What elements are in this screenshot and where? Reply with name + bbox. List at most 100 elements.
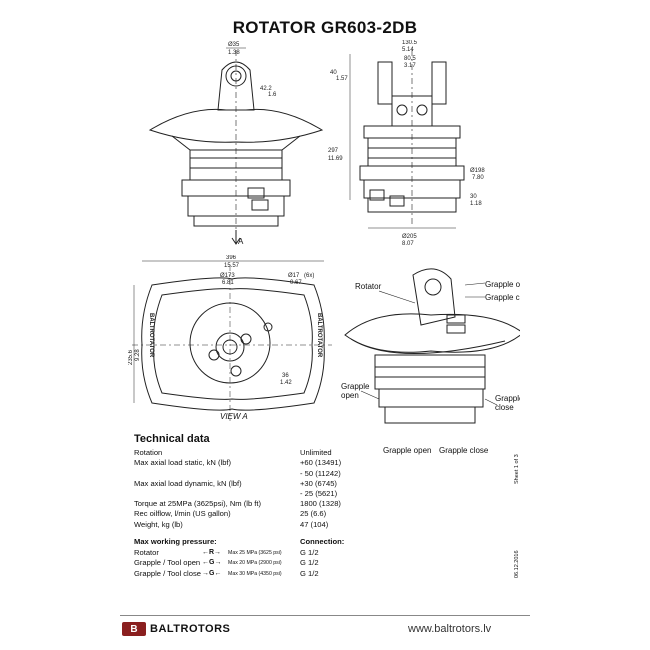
brand-logo: B BALTROTORS (122, 622, 230, 636)
tech-key (134, 469, 300, 479)
tech-value: +30 (6745) (300, 478, 337, 488)
label-grapple-open-bottom: Grapple open (383, 446, 431, 455)
dim-h40: 40 (330, 70, 337, 76)
dim-d36: 36 (282, 373, 289, 379)
technical-heading: Technical data (134, 433, 210, 445)
dim-h42-in: 1.6 (268, 92, 277, 98)
dim-d173: Ø173 (220, 273, 235, 279)
tech-key: Weight, kg (lb) (134, 519, 183, 529)
dim-h297: 297 (328, 148, 339, 154)
tech-row: Torque at 25MPa (3625psi), Nm (lb ft) 180… (134, 499, 494, 509)
brand-right-text: BALTROTATOR (316, 313, 322, 358)
website-url: www.baltrotors.lv (408, 623, 492, 635)
iso-ear (412, 268, 456, 326)
tech-value: - 25 (5621) (300, 489, 338, 499)
tech-key: Rotation (134, 448, 163, 458)
dim-h235: 235.6 (128, 349, 134, 365)
dim-w396: 396 (226, 255, 237, 261)
logo-mark-icon: B (122, 622, 146, 636)
view-a-drawing: 396 15.57 Ø173 6.81 Ø17 (6x) 0.67 235.6 … (128, 255, 332, 421)
pressure-row: Rotator ←R→ Max 25 MPa (3625 psi) G 1/2 (134, 548, 494, 559)
dim-d35: Ø35 (228, 42, 240, 48)
connection-size: G 1/2 (300, 547, 319, 557)
tech-key: Max axial load dynamic, kN (lbf) (134, 478, 242, 488)
tech-row: - 25 (5621) (134, 489, 494, 499)
label-grapple-close-top: Grapple close (485, 293, 520, 302)
tech-key: Rec oilflow, l/min (US gallon) (134, 509, 231, 519)
dim-d17: Ø17 (288, 273, 300, 279)
bearing-circle (189, 302, 271, 384)
pressure-max: Max 20 MPa (2900 psi) (228, 560, 282, 567)
pressure-heading: Max working pressure: (134, 537, 217, 546)
label-grapple-open-top: Grapple open (485, 280, 520, 289)
side-view-drawing: 130.5 5.14 80.5 3.17 40 1.57 297 11.69 Ø… (328, 40, 485, 247)
dim-d198-in: 7.80 (472, 175, 484, 181)
dim-h40-in: 1.57 (336, 76, 348, 82)
flange-outline (141, 277, 325, 411)
tech-key (134, 489, 300, 499)
dim-w130-in: 5.14 (402, 47, 414, 53)
dim-d35-in: 1.38 (228, 50, 240, 56)
ear-left (377, 61, 393, 105)
tech-row: Max axial load static, kN (lbf) +60 (1349… (134, 458, 494, 468)
dim-h42: 42.2 (260, 86, 272, 92)
tech-value: - 50 (11242) (300, 468, 341, 478)
mount-ear (217, 61, 255, 111)
connection-heading: Connection: (300, 537, 345, 546)
dim-h30-in: 1.18 (470, 201, 482, 207)
dim-w396-in: 15.57 (224, 263, 240, 269)
dim-w80: 80.5 (404, 56, 416, 62)
top-flange (148, 108, 324, 143)
dim-h235-in: 9.28 (135, 349, 141, 361)
tech-value: +60 (13491) (300, 458, 342, 468)
pressure-max: Max 25 MPa (3625 psi) (228, 549, 282, 556)
brand-name: BALTROTORS (150, 623, 231, 635)
dim-d17-in: 0.67 (290, 280, 302, 286)
pressure-row: Grapple / Tool close→G←Max 30 MPa (4350 … (134, 569, 494, 580)
dim-w80-in: 3.17 (404, 63, 416, 69)
tech-row: Rec oilflow, l/min (US gallon) 25 (6.6) (134, 509, 494, 519)
ear-right (431, 61, 447, 105)
dim-d198: Ø198 (470, 168, 485, 174)
pressure-row: Grapple / Tool open←G→ Max 20 MPa (2900 p… (134, 558, 494, 569)
connection-size: G 1/2 (300, 568, 319, 578)
tech-value: 47 (104) (300, 519, 329, 529)
flow-direction-icon: ←R→ (202, 548, 222, 556)
dim-d36-in: 1.42 (280, 380, 292, 386)
dim-w130: 130.5 (402, 40, 418, 46)
pressure-max: Max 30 MPa (4350 psi) (228, 570, 282, 577)
tech-value: Unlimited (300, 448, 332, 458)
view-a-label: VIEW A (220, 412, 248, 421)
iso-flange (344, 313, 520, 353)
iso-housing (374, 354, 486, 390)
tech-key: Max axial load static, kN (lbf) (134, 458, 232, 468)
pressure-circuit: Rotator (134, 547, 159, 557)
label-rotator: Rotator (355, 282, 382, 291)
tech-value: 1800 (1328) (300, 499, 341, 509)
flow-direction-icon: →G← (202, 569, 222, 577)
drawing-date: 06.12.2016 (514, 550, 520, 578)
connection-size: G 1/2 (300, 558, 319, 568)
pressure-table: Max working pressure: Connection: Rotato… (134, 537, 494, 579)
flow-direction-icon: ←G→ (202, 559, 222, 567)
tech-key: Torque at 25MPa (3625psi), Nm (lb ft) (134, 499, 262, 509)
tech-row: Max axial load dynamic, kN (lbf) +30 (674… (134, 479, 494, 489)
view-arrow-label: A (238, 237, 244, 246)
pressure-circuit: Grapple / Tool open (134, 558, 201, 568)
dim-d205-in: 8.07 (402, 241, 414, 247)
label-grapple-close-bottom: Grapple close (439, 446, 489, 455)
brand-left-text: BALTROTATOR (148, 313, 154, 358)
drawing-title: ROTATOR GR603-2DB (232, 18, 418, 37)
iso-view-drawing: Rotator Grapple open Grapple close Grapp… (341, 268, 520, 455)
tech-row: - 50 (11242) (134, 469, 494, 479)
sheet-number: Sheet 1 of 3 (514, 454, 520, 484)
footer-divider (120, 615, 530, 616)
tech-value: 25 (6.6) (300, 509, 327, 519)
dim-h30: 30 (470, 194, 477, 200)
front-view-drawing: Ø35 1.38 42.2 1.6 A (148, 42, 324, 246)
dim-d17-qty: (6x) (304, 273, 314, 279)
dim-d205: Ø205 (402, 234, 417, 240)
